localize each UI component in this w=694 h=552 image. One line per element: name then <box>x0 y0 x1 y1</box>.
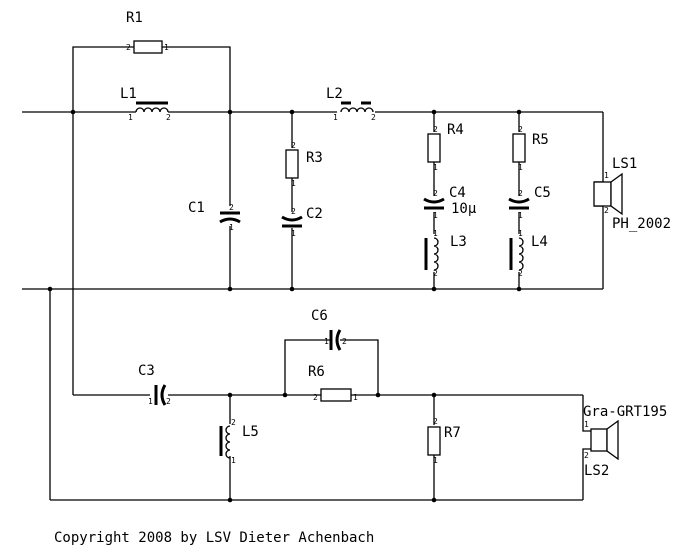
label-c6: C6 <box>311 308 328 324</box>
inductor-l3: 1 2 L3 <box>424 229 467 278</box>
svg-text:2: 2 <box>584 451 589 460</box>
svg-text:1: 1 <box>433 229 438 238</box>
inductor-l2: 1 2 L2 <box>326 86 376 122</box>
svg-text:1: 1 <box>604 171 609 180</box>
label-r7: R7 <box>444 425 461 441</box>
svg-text:1: 1 <box>229 223 234 232</box>
label-c2: C2 <box>306 206 323 222</box>
svg-text:1: 1 <box>433 211 438 220</box>
capacitor-c5: 2 1 C5 <box>508 185 551 220</box>
svg-text:2: 2 <box>433 417 438 426</box>
svg-text:2: 2 <box>518 125 523 134</box>
svg-text:2: 2 <box>291 141 296 150</box>
label-l2: L2 <box>326 86 343 102</box>
svg-text:1: 1 <box>518 211 523 220</box>
resistor-r7: 2 1 R7 <box>427 417 461 465</box>
speaker-ls1: 1 2 LS1 PH_2002 <box>593 156 671 232</box>
label-r4: R4 <box>447 122 464 138</box>
svg-text:2: 2 <box>126 43 131 52</box>
label-c4: C4 <box>449 185 466 201</box>
label-r1: R1 <box>126 10 143 26</box>
capacitor-c6: 1 2 C6 <box>311 308 347 351</box>
svg-text:2: 2 <box>604 206 609 215</box>
inductor-l1: 1 2 L1 <box>120 86 171 122</box>
resistor-r4: 2 1 R4 <box>427 122 464 172</box>
value-ls2: Gra-GRT195 <box>583 404 667 420</box>
svg-text:2: 2 <box>433 189 438 198</box>
wires <box>22 46 604 501</box>
junctions <box>47 109 522 503</box>
label-r6: R6 <box>308 364 325 380</box>
label-l3: L3 <box>450 234 467 250</box>
svg-text:1: 1 <box>128 113 133 122</box>
resistor-r1: 2 1 R1 <box>126 10 169 54</box>
svg-text:1: 1 <box>433 456 438 465</box>
label-ls2: LS2 <box>584 463 609 479</box>
svg-text:2: 2 <box>342 337 347 346</box>
inductor-l4: 1 2 L4 <box>509 229 548 278</box>
capacitor-c1: 2 1 C1 <box>188 200 241 232</box>
svg-text:2: 2 <box>313 393 318 402</box>
svg-text:1: 1 <box>433 163 438 172</box>
svg-text:1: 1 <box>518 163 523 172</box>
svg-text:2: 2 <box>518 269 523 278</box>
svg-text:2: 2 <box>231 418 236 427</box>
speaker-ls2: 1 2 Gra-GRT195 LS2 <box>583 404 667 479</box>
svg-text:1: 1 <box>333 113 338 122</box>
resistor-r6: 2 1 R6 <box>308 364 358 402</box>
inductor-l5: 2 1 L5 <box>219 418 259 465</box>
label-c1: C1 <box>188 200 205 216</box>
svg-text:1: 1 <box>584 420 589 429</box>
svg-text:1: 1 <box>291 179 296 188</box>
svg-text:1: 1 <box>353 393 358 402</box>
svg-text:1: 1 <box>231 456 236 465</box>
label-l5: L5 <box>242 424 259 440</box>
capacitor-c2: 2 1 C2 <box>281 206 323 238</box>
capacitor-c3: 1 2 C3 <box>138 363 171 406</box>
svg-text:2: 2 <box>291 207 296 216</box>
svg-text:2: 2 <box>166 113 171 122</box>
svg-text:1: 1 <box>291 229 296 238</box>
capacitor-c4: 2 1 C4 10µ <box>423 185 477 220</box>
svg-text:1: 1 <box>518 229 523 238</box>
label-l1: L1 <box>120 86 137 102</box>
copyright-text: Copyright 2008 by LSV Dieter Achenbach <box>54 530 374 546</box>
svg-text:2: 2 <box>518 189 523 198</box>
label-c3: C3 <box>138 363 155 379</box>
value-c4: 10µ <box>451 201 477 217</box>
label-ls1: LS1 <box>612 156 637 172</box>
value-ls1: PH_2002 <box>612 216 671 232</box>
svg-text:1: 1 <box>148 397 153 406</box>
svg-text:1: 1 <box>164 43 169 52</box>
svg-text:2: 2 <box>166 397 171 406</box>
resistor-r3: 2 1 R3 <box>285 141 323 188</box>
label-l4: L4 <box>531 234 548 250</box>
svg-text:2: 2 <box>229 203 234 212</box>
svg-text:2: 2 <box>371 113 376 122</box>
label-c5: C5 <box>534 185 551 201</box>
resistor-r5: 2 1 R5 <box>512 125 549 172</box>
label-r5: R5 <box>532 132 549 148</box>
svg-text:2: 2 <box>433 125 438 134</box>
label-r3: R3 <box>306 150 323 166</box>
svg-text:2: 2 <box>433 269 438 278</box>
svg-text:1: 1 <box>324 337 329 346</box>
